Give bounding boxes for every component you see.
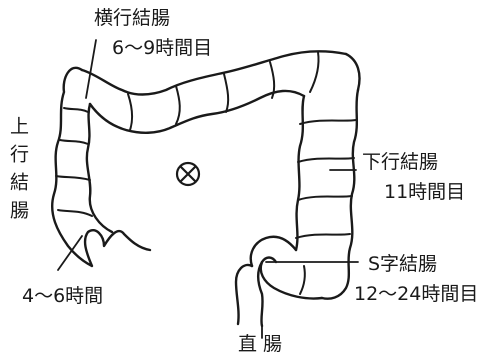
descending-colon-time: 11時間目 [384, 181, 466, 203]
circled-cross-icon [175, 161, 201, 187]
transverse-colon-label: 横行結腸 [94, 7, 171, 29]
splenic-flexure [344, 52, 361, 92]
sigmoid-colon-lower-wall [259, 256, 324, 300]
sigmoid-colon-upper-wall [249, 235, 298, 268]
sigmoid-colon-label: S字結腸 [368, 253, 438, 275]
rectum-label: 直 腸 [238, 333, 283, 355]
sigmoid-colon-time: 12～24時間目 [354, 283, 479, 305]
transverse-leader-line [85, 39, 97, 99]
haustral-folds [55, 51, 357, 295]
rectum-right-wall [257, 260, 264, 328]
ascending-colon-outer-wall [51, 66, 152, 268]
ascending-colon-inner-wall [85, 102, 114, 234]
transverse-colon-time: 6～9時間目 [112, 37, 213, 59]
rectum-left-wall [234, 263, 254, 326]
descending-colon-outer-wall [320, 88, 360, 300]
descending-colon-inner-wall [294, 94, 306, 252]
ascending-colon-time: 4～6時間 [22, 285, 104, 307]
transverse-colon-top-wall [80, 50, 348, 96]
ascending-colon-label: 上行結腸 [7, 116, 29, 228]
ascending-leader-line [57, 235, 83, 271]
transverse-colon-bottom-wall [88, 89, 306, 134]
descending-colon-label: 下行結腸 [362, 151, 439, 173]
